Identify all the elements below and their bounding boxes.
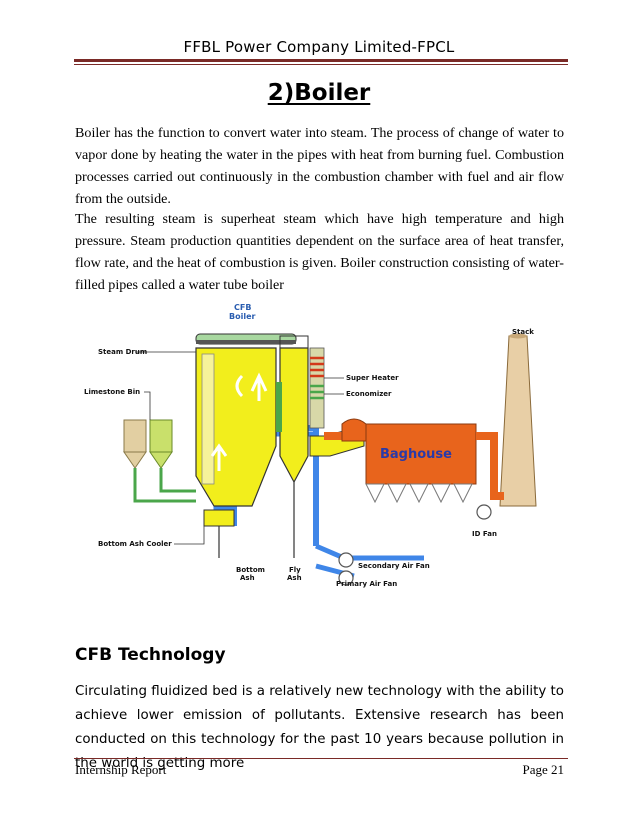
up-arrow-icon (210, 443, 228, 471)
footer-left-text: Internship Report (75, 762, 167, 777)
leader-line (144, 391, 151, 420)
hopper (431, 483, 451, 504)
cyclone-shape (279, 347, 309, 484)
footer-rule (74, 758, 568, 759)
steam-drum-pipe (196, 340, 296, 344)
up-arrow-icon (250, 372, 268, 401)
baghouse-outlet (476, 432, 504, 500)
limestone-bin-left (123, 419, 147, 453)
super-heater-label: Super Heater (346, 374, 399, 382)
boiler-body (195, 347, 277, 507)
limestone-feed (133, 468, 196, 503)
boiler-paragraph-2: The resulting steam is superheat steam w… (75, 211, 564, 293)
id-fan-label: ID Fan (472, 530, 497, 538)
hopper (453, 483, 473, 504)
fly-ash-label-1: Fly (289, 566, 301, 574)
bottom-ash-label-2: Ash (240, 574, 255, 582)
bottom-ash-cooler-shape (203, 509, 235, 527)
return-leg (276, 382, 282, 432)
cfb-boiler-diagram: Baghouse CFB Boiler Steam Drum Limestone… (84, 303, 537, 588)
baghouse-inlet (341, 418, 367, 442)
stack-label: Stack (512, 328, 534, 336)
secondary-air-fan-label: Secondary Air Fan (358, 562, 430, 570)
hopper (409, 483, 429, 504)
stack-top (509, 333, 527, 339)
bottom-ash-cooler-label: Bottom Ash Cooler (98, 540, 172, 548)
boiler-paragraph-1: Boiler has the function to convert water… (75, 125, 564, 207)
page-header-title: FFBL Power Company Limited-FPCL (183, 38, 455, 56)
limestone-bin-right-hopper (149, 451, 173, 469)
pipe-blue-secondary (315, 543, 424, 561)
hopper (365, 483, 385, 504)
limestone-bin-right (149, 419, 173, 453)
fly-ash-label-2: Ash (287, 574, 302, 582)
header-rule (74, 59, 568, 62)
cfb-technology-paragraph: Circulating fluidized bed is a relativel… (75, 684, 564, 771)
primary-air-fan-label: Primary Air Fan (336, 580, 397, 588)
id-fan-shape (476, 504, 492, 520)
leader-line (174, 526, 205, 545)
page-number: Page 21 (522, 762, 564, 777)
convective-pass (309, 347, 325, 429)
limestone-bin-label: Limestone Bin (84, 388, 140, 396)
steam-drum-label: Steam Drum (98, 348, 147, 356)
diagram-title-line1: CFB (234, 303, 251, 312)
section-title: 2)Boiler (267, 80, 371, 106)
diagram-title-line2: Boiler (229, 312, 256, 321)
secondary-air-fan-shape (338, 552, 354, 568)
hopper (387, 483, 407, 504)
baghouse-label: Baghouse (380, 447, 452, 462)
bottom-ash-label-1: Bottom (236, 566, 265, 574)
curve-arrow-icon (235, 374, 244, 398)
stack-shape (499, 335, 537, 507)
super-heater-coils (310, 356, 324, 378)
economizer-coils (310, 384, 324, 400)
economizer-label: Economizer (346, 390, 392, 398)
limestone-bin-left-hopper (123, 451, 147, 469)
header-rule-thin (74, 64, 568, 65)
cyclone-top (279, 335, 309, 348)
cfb-technology-heading: CFB Technology (75, 645, 226, 665)
primary-air-fan-shape (338, 570, 354, 586)
boiler-inner-wall (201, 353, 215, 485)
